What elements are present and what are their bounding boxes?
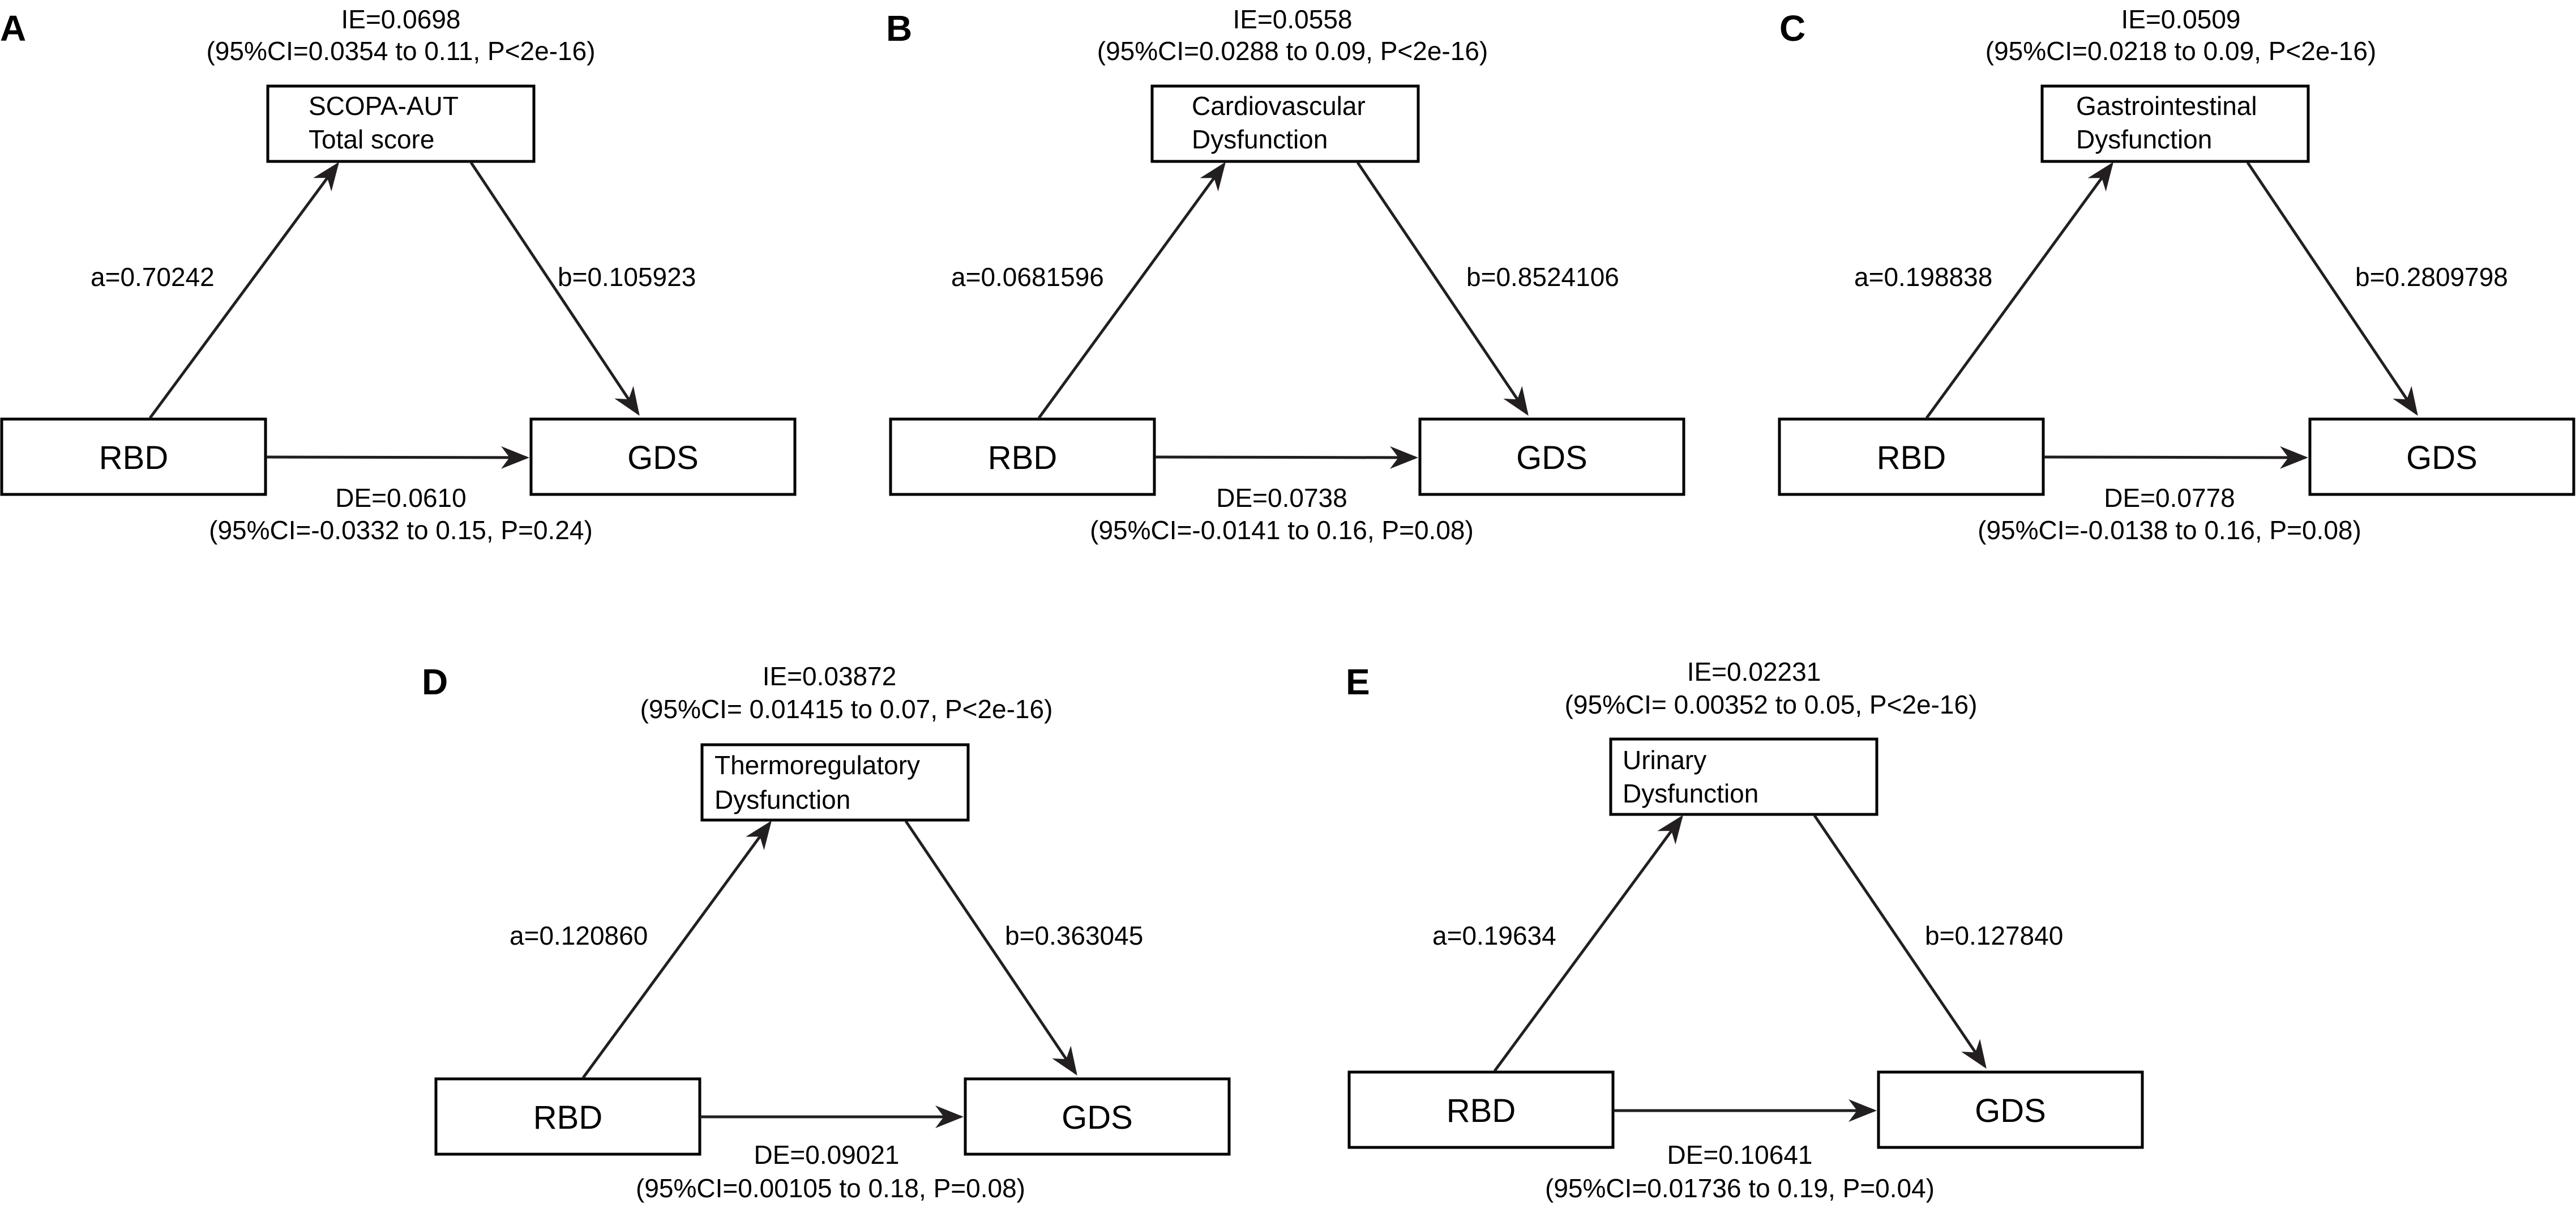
direct-effect: DE=0.09021: [754, 1140, 899, 1169]
panel-a: A IE=0.0698 (95%CI=0.0354 to 0.11, P<2e-…: [0, 5, 797, 545]
mediator-label-line1: Cardiovascular: [1192, 91, 1366, 121]
path-a-coefficient: a=0.70242: [91, 262, 215, 292]
direct-effect-ci: (95%CI=-0.0138 to 0.16, P=0.08): [1978, 515, 2361, 545]
mediator-label-line1: Gastrointestinal: [2076, 91, 2257, 121]
path-a-arrow: [1925, 161, 2113, 419]
indirect-effect: IE=0.03872: [763, 661, 897, 691]
panel-letter: A: [0, 8, 26, 49]
path-b-coefficient: b=0.127840: [1925, 921, 2063, 950]
path-a-arrow: [1037, 161, 1226, 419]
path-b-arrow: [2246, 161, 2418, 416]
indirect-effect-ci: (95%CI=0.0354 to 0.11, P<2e-16): [206, 36, 595, 66]
gds-label: GDS: [1062, 1099, 1133, 1136]
direct-effect-ci: (95%CI=-0.0332 to 0.15, P=0.24): [209, 515, 593, 545]
mediator-box: [266, 84, 536, 163]
mediator-box: [1150, 84, 1420, 163]
path-b-coefficient: b=0.105923: [558, 262, 696, 292]
path-a-coefficient: a=0.0681596: [951, 262, 1104, 292]
gds-label: GDS: [627, 439, 699, 476]
rbd-label: RBD: [1877, 439, 1946, 476]
rbd-box: [434, 1077, 701, 1156]
mediator-box: [1609, 737, 1878, 816]
indirect-effect-ci: (95%CI= 0.00352 to 0.05, P<2e-16): [1565, 690, 1978, 719]
mediator-label-line2: Dysfunction: [714, 785, 850, 814]
mediator-label-line2: Dysfunction: [1192, 125, 1328, 154]
path-b-arrow: [1813, 814, 1987, 1069]
mediator-label-line1: Thermoregulatory: [714, 750, 920, 780]
gds-label: GDS: [2406, 439, 2477, 476]
gds-box: [2308, 417, 2575, 496]
path-c-arrow: [266, 446, 529, 469]
path-a-arrow: [581, 820, 772, 1079]
rbd-box: [1778, 417, 2045, 496]
panel-letter: B: [886, 8, 912, 49]
direct-effect: DE=0.0610: [335, 483, 466, 513]
indirect-effect: IE=0.02231: [1687, 657, 1821, 686]
direct-effect: DE=0.0778: [2104, 483, 2235, 513]
rbd-label: RBD: [988, 439, 1057, 476]
mediator-label-line2: Total score: [309, 125, 434, 154]
rbd-label: RBD: [1447, 1092, 1516, 1129]
indirect-effect: IE=0.0509: [2121, 5, 2240, 34]
mediator-label-line1: Urinary: [1623, 745, 1706, 775]
gds-box: [1418, 417, 1685, 496]
path-b-coefficient: b=0.363045: [1005, 921, 1143, 950]
rbd-box: [889, 417, 1156, 496]
gds-label: GDS: [1516, 439, 1587, 476]
path-a-coefficient: a=0.19634: [1432, 921, 1556, 950]
panel-b: B IE=0.0558 (95%CI=0.0288 to 0.09, P<2e-…: [886, 5, 1685, 545]
panel-e: E IE=0.02231 (95%CI= 0.00352 to 0.05, P<…: [1346, 657, 2144, 1203]
mediator-label-line2: Dysfunction: [2076, 125, 2212, 154]
rbd-box: [1347, 1070, 1615, 1149]
indirect-effect-ci: (95%CI=0.0218 to 0.09, P<2e-16): [1986, 36, 2376, 66]
direct-effect-ci: (95%CI=0.01736 to 0.19, P=0.04): [1545, 1173, 1935, 1203]
indirect-effect: IE=0.0698: [341, 5, 460, 34]
mediator-box: [700, 743, 970, 822]
direct-effect-ci: (95%CI=0.00105 to 0.18, P=0.08): [636, 1173, 1025, 1203]
path-b-coefficient: b=0.2809798: [2355, 262, 2508, 292]
gds-box: [964, 1077, 1231, 1156]
path-b-arrow: [904, 820, 1077, 1076]
indirect-effect: IE=0.0558: [1233, 5, 1352, 34]
path-b-coefficient: b=0.8524106: [1466, 262, 1619, 292]
panel-letter: D: [422, 661, 448, 702]
panel-letter: E: [1346, 661, 1370, 702]
gds-box: [1877, 1070, 2144, 1149]
path-a-arrow: [148, 161, 339, 419]
path-b-arrow: [1356, 161, 1529, 416]
indirect-effect-ci: (95%CI=0.0288 to 0.09, P<2e-16): [1097, 36, 1488, 66]
gds-label: GDS: [1975, 1092, 2046, 1129]
mediator-label-line2: Dysfunction: [1623, 779, 1758, 808]
path-c-arrow: [1154, 446, 1418, 469]
panel-d: D IE=0.03872 (95%CI= 0.01415 to 0.07, P<…: [422, 661, 1231, 1203]
rbd-box: [0, 417, 267, 496]
panel-letter: C: [1779, 8, 1805, 49]
panel-c: C IE=0.0509 (95%CI=0.0218 to 0.09, P<2e-…: [1778, 5, 2575, 545]
path-a-coefficient: a=0.198838: [1854, 262, 1992, 292]
indirect-effect-ci: (95%CI= 0.01415 to 0.07, P<2e-16): [640, 694, 1053, 724]
rbd-label: RBD: [99, 439, 168, 476]
direct-effect-ci: (95%CI=-0.0141 to 0.16, P=0.08): [1090, 515, 1474, 545]
direct-effect: DE=0.0738: [1216, 483, 1347, 513]
rbd-label: RBD: [533, 1099, 602, 1136]
gds-box: [529, 417, 797, 496]
mediator-label-line1: SCOPA-AUT: [309, 91, 459, 121]
mediator-box: [2040, 84, 2310, 163]
direct-effect: DE=0.10641: [1667, 1140, 1812, 1169]
path-a-arrow: [1493, 814, 1683, 1072]
path-a-coefficient: a=0.120860: [510, 921, 648, 950]
path-c-arrow: [2043, 446, 2308, 469]
path-b-arrow: [469, 161, 640, 416]
